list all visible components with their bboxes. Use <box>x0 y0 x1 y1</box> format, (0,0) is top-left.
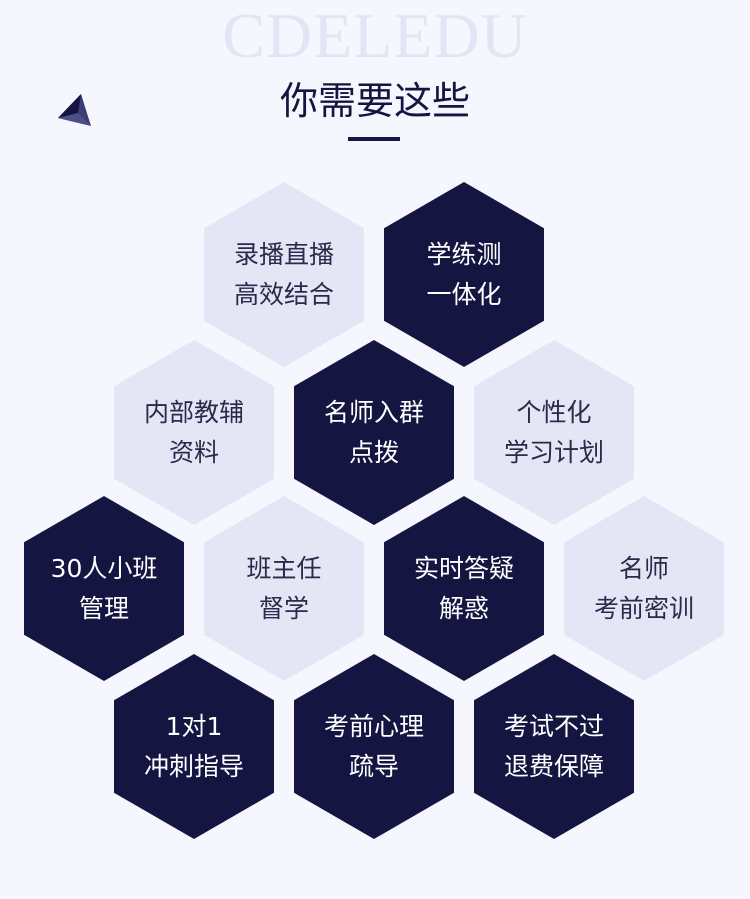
hex-line1: 30人小班 <box>50 553 158 583</box>
hex-line1: 实时答疑 <box>413 553 514 583</box>
feature-hexagon[interactable]: 1对1 冲刺指导 <box>114 654 274 839</box>
hex-line1: 考前心理 <box>323 711 424 741</box>
hex-line2: 疏导 <box>348 751 399 781</box>
feature-hexagon[interactable]: 名师入群点拨 <box>294 340 454 525</box>
hex-line2: 解惑 <box>438 593 489 623</box>
hex-line2: 督学 <box>258 593 309 623</box>
hex-line1: 名师 <box>618 553 669 583</box>
feature-hexagon[interactable]: 实时答疑解惑 <box>384 496 544 681</box>
hex-line2: 高效结合 <box>233 279 334 309</box>
page-title: 你需要这些 <box>279 79 470 123</box>
hex-line2: 管理 <box>78 593 129 623</box>
hex-line2: 冲刺指导 <box>143 751 244 781</box>
hex-line1: 个性化 <box>516 397 592 427</box>
hex-line1: 班主任 <box>246 553 322 583</box>
watermark-text: CDELEDU <box>222 0 528 71</box>
feature-hexagon[interactable]: 名师考前密训 <box>564 496 724 681</box>
watermark: CDELEDU <box>0 4 750 68</box>
feature-hexagon[interactable]: 30人小班管理 <box>24 496 184 681</box>
hex-line1: 录播直播 <box>233 239 334 269</box>
feature-hexagon[interactable]: 学练测一体化 <box>384 182 544 367</box>
hex-line2: 资料 <box>168 437 219 467</box>
hex-line1: 学练测 <box>426 239 502 269</box>
hex-line1: 考试不过 <box>503 711 604 741</box>
hex-line2: 学习计划 <box>503 437 604 467</box>
title-underline <box>348 137 400 141</box>
hex-line2: 考前密训 <box>593 593 694 623</box>
triangle-pyramid-icon <box>58 94 91 126</box>
feature-hexagon[interactable]: 考试不过退费保障 <box>474 654 634 839</box>
feature-hexagon[interactable]: 考前心理疏导 <box>294 654 454 839</box>
hex-line2: 点拨 <box>348 437 399 467</box>
hex-line1: 名师入群 <box>323 397 424 427</box>
hex-line1: 内部教辅 <box>143 397 244 427</box>
hex-line1: 1对1 <box>165 711 223 741</box>
hex-line2: 一体化 <box>426 279 502 309</box>
hex-line2: 退费保障 <box>503 751 604 781</box>
feature-hexagon[interactable]: 个性化学习计划 <box>474 340 634 525</box>
feature-hexagon[interactable]: 内部教辅资料 <box>114 340 274 525</box>
feature-hexagon[interactable]: 班主任督学 <box>204 496 364 681</box>
feature-hexagon[interactable]: 录播直播高效结合 <box>204 182 364 367</box>
